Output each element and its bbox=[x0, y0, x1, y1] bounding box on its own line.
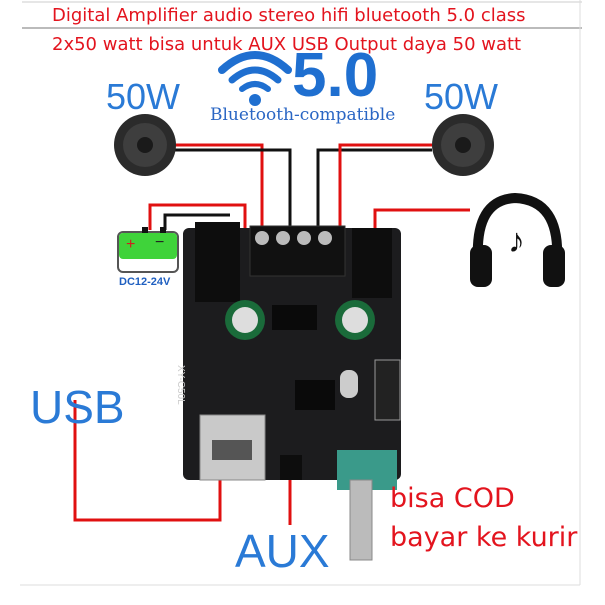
promo-line-1: bisa COD bbox=[390, 483, 515, 514]
amplifier-board bbox=[183, 222, 401, 561]
battery-plus: + bbox=[126, 236, 136, 253]
usb-label: USB bbox=[30, 381, 125, 433]
power-label: DC12-24V bbox=[119, 276, 171, 288]
left-speaker bbox=[114, 114, 176, 176]
speaker-wires bbox=[73, 143, 470, 525]
wifi-signal-icon bbox=[218, 51, 292, 106]
promo-line-2: bayar ke kurir bbox=[390, 522, 578, 553]
battery-minus: − bbox=[155, 234, 165, 251]
music-note-icon: ♪ bbox=[508, 222, 525, 260]
aux-jack bbox=[280, 455, 302, 480]
caption-line-1: Digital Amplifier audio stereo hifi blue… bbox=[52, 5, 526, 26]
bluetooth-label: Bluetooth-compatible bbox=[210, 105, 396, 125]
aux-label: AUX bbox=[235, 525, 330, 577]
board-silkscreen: XY-C50L bbox=[175, 365, 186, 405]
right-speaker-wattage: 50W bbox=[424, 76, 499, 117]
bluetooth-version: 5.0 bbox=[292, 41, 379, 110]
right-speaker bbox=[432, 114, 494, 176]
left-speaker-wattage: 50W bbox=[106, 76, 181, 117]
caption-line-2: 2x50 watt bisa untuk AUX USB Output daya… bbox=[52, 34, 522, 55]
battery-icon bbox=[117, 227, 179, 273]
headphones-icon: ♪ bbox=[470, 192, 565, 287]
